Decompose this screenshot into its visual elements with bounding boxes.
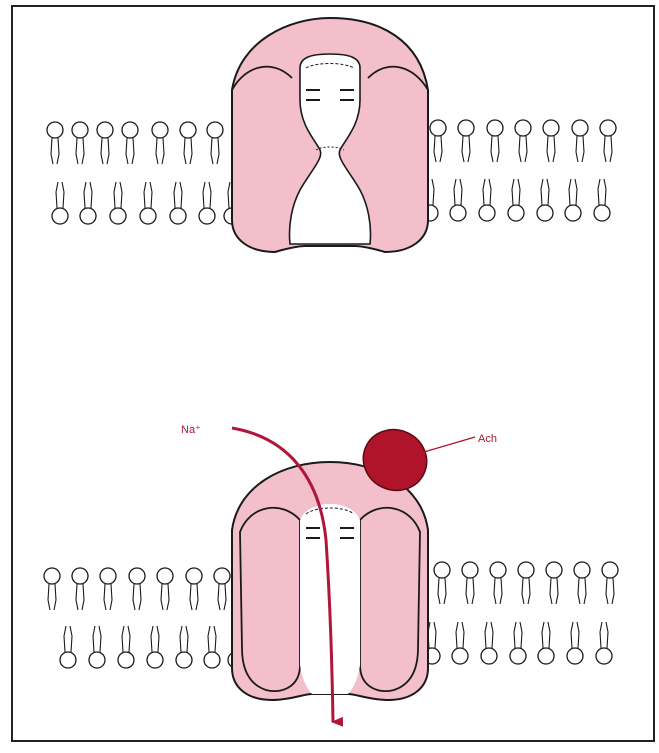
membrane-right-top <box>422 120 616 221</box>
closed-channel-panel <box>47 18 616 252</box>
receptor-protein-closed <box>232 18 428 252</box>
membrane-right-bottom <box>424 562 618 664</box>
sodium-ion-label: Na⁺ <box>181 424 201 436</box>
membrane-left-top <box>47 122 240 224</box>
receptor-protein-open <box>232 462 428 700</box>
ligand-leader-line <box>424 437 475 452</box>
open-channel-panel: Ach Na⁺ <box>44 419 618 722</box>
membrane-left-bottom <box>44 568 244 668</box>
ligand-label: Ach <box>478 433 497 445</box>
